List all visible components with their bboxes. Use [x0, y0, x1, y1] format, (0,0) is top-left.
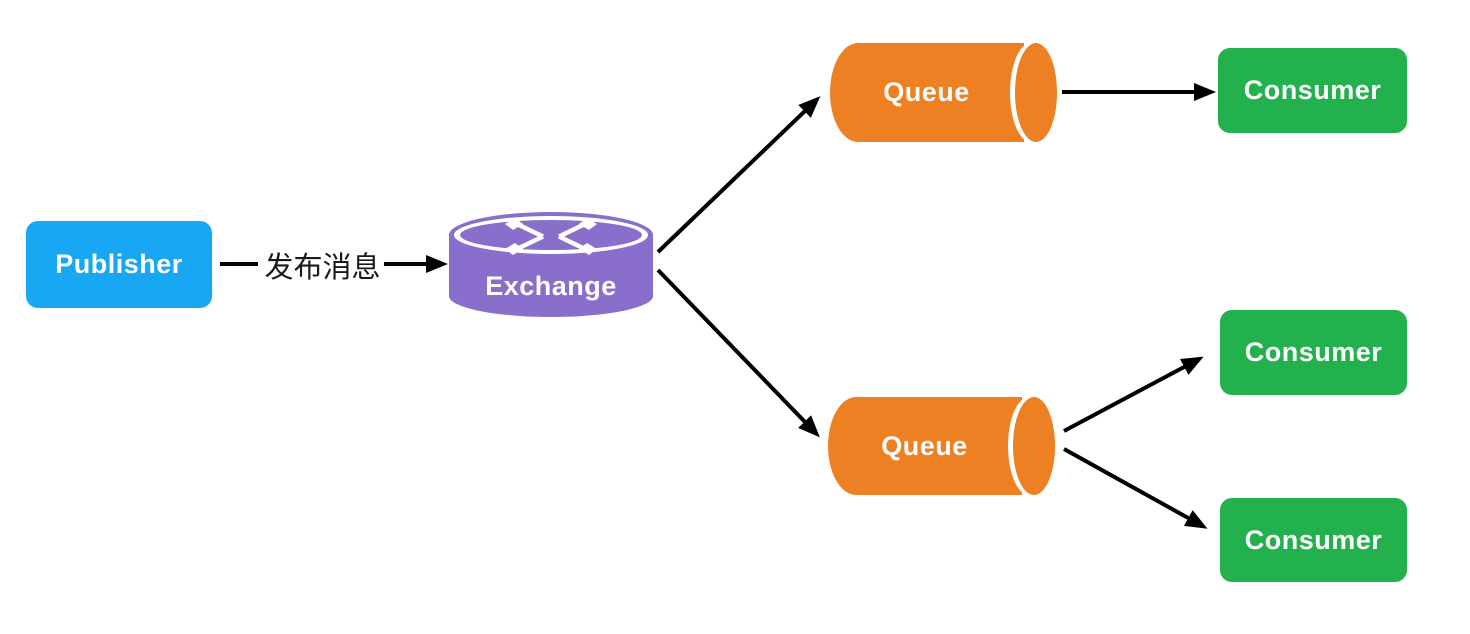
queue-top-node: Queue — [830, 43, 1057, 142]
publisher-label: Publisher — [55, 249, 183, 279]
exchange-label: Exchange — [485, 270, 617, 301]
edge-queue-bottom-to-consumer-3 — [1063, 447, 1208, 529]
queue-cylinder — [830, 43, 1057, 142]
consumer-1-label: Consumer — [1243, 75, 1382, 105]
edge-queue-bottom-to-consumer-2 — [1063, 356, 1204, 433]
exchange-node: Exchange — [449, 212, 653, 318]
publisher-node: Publisher — [26, 221, 212, 308]
consumer-node-3: Consumer — [1220, 498, 1407, 582]
edge-exchange-to-queue-top — [656, 96, 821, 254]
exchange-cylinder — [449, 212, 653, 317]
publish-edge-label: 发布消息 — [264, 252, 381, 284]
queue-bottom-node: Queue — [828, 397, 1055, 495]
consumer-node-2: Consumer — [1220, 310, 1407, 395]
queue-bottom-label: Queue — [881, 430, 968, 461]
routing-arrows-icon — [505, 218, 597, 255]
consumer-3-label: Consumer — [1244, 524, 1383, 555]
queue-cylinder — [828, 397, 1055, 495]
edge-exchange-to-queue-bottom — [656, 268, 820, 438]
consumer-node-1: Consumer — [1218, 48, 1407, 133]
consumer-2-label: Consumer — [1244, 337, 1383, 367]
queue-top-label: Queue — [883, 77, 970, 107]
